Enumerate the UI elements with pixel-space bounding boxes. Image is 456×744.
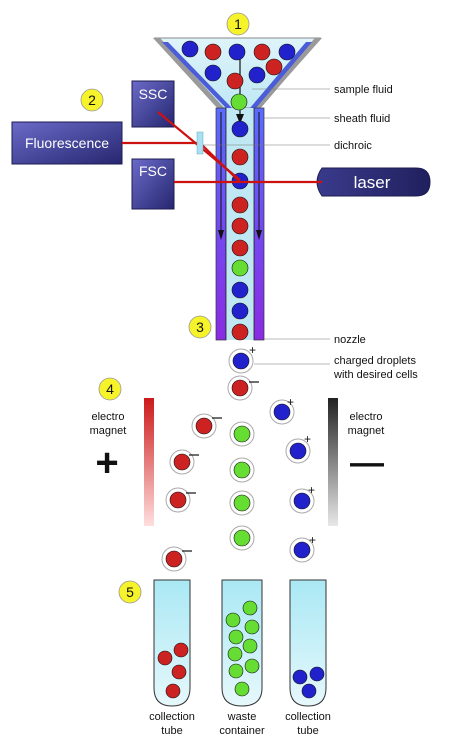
svg-text:+: + <box>308 483 315 497</box>
step-badge-4: 4 <box>98 377 122 401</box>
step-badge-2: 2 <box>80 88 104 112</box>
svg-text:electro: electro <box>349 411 382 423</box>
svg-text:magnet: magnet <box>90 425 127 437</box>
laser-source: laser <box>316 167 431 197</box>
left-electromagnet: electro magnet + <box>90 398 154 526</box>
right-electromagnet: electro magnet — <box>328 398 384 526</box>
sheath-fluid-label: sheath fluid <box>334 113 390 125</box>
plus-sign: + <box>95 441 118 485</box>
funnel <box>153 37 322 110</box>
svg-text:5: 5 <box>126 584 134 600</box>
laser-label: laser <box>354 173 391 192</box>
svg-text:+: + <box>309 533 316 547</box>
svg-text:waste: waste <box>227 711 257 723</box>
svg-text:collection: collection <box>149 711 195 723</box>
flow-channel <box>215 50 265 341</box>
step-badge-5: 5 <box>118 580 142 604</box>
svg-text:container: container <box>219 725 265 737</box>
ssc-label: SSC <box>139 86 168 102</box>
sample-fluid-label: sample fluid <box>334 84 393 96</box>
step-badges: 1 2 3 4 5 <box>80 12 250 604</box>
svg-text:electro: electro <box>91 411 124 423</box>
svg-text:tube: tube <box>161 725 182 737</box>
nozzle-label: nozzle <box>334 334 366 346</box>
left-collection-tube: collection tube <box>149 579 195 737</box>
svg-text:4: 4 <box>106 381 114 397</box>
dichroic-mirror <box>196 131 204 155</box>
svg-text:magnet: magnet <box>348 425 385 437</box>
step-badge-1: 1 <box>226 12 250 36</box>
svg-text:+: + <box>287 395 294 409</box>
svg-text:2: 2 <box>88 92 96 108</box>
svg-text:+: + <box>249 343 256 357</box>
step-badge-3: 3 <box>188 315 212 339</box>
svg-text:tube: tube <box>297 725 318 737</box>
fluorescence-detector: Fluorescence <box>11 121 123 165</box>
charged-droplets-label: charged droplets <box>334 355 416 367</box>
minus-sign: — <box>350 444 384 482</box>
desired-cells-label: with desired cells <box>333 369 418 381</box>
fsc-label: FSC <box>139 163 167 179</box>
channel-cells <box>231 120 249 341</box>
fluorescence-label: Fluorescence <box>25 135 109 151</box>
labels: sample fluid sheath fluid dichroic nozzl… <box>203 84 418 381</box>
droplets: + + + + + <box>161 343 316 572</box>
waste-container: waste container <box>219 579 265 737</box>
right-collection-tube: collection tube <box>285 579 331 737</box>
funnel-cells <box>181 40 296 111</box>
svg-text:collection: collection <box>285 711 331 723</box>
svg-text:1: 1 <box>234 16 242 32</box>
fsc-detector: FSC <box>131 158 175 210</box>
svg-text:+: + <box>304 432 311 446</box>
dichroic-label: dichroic <box>334 140 372 152</box>
laser-beams <box>122 111 322 184</box>
svg-text:3: 3 <box>196 319 204 335</box>
